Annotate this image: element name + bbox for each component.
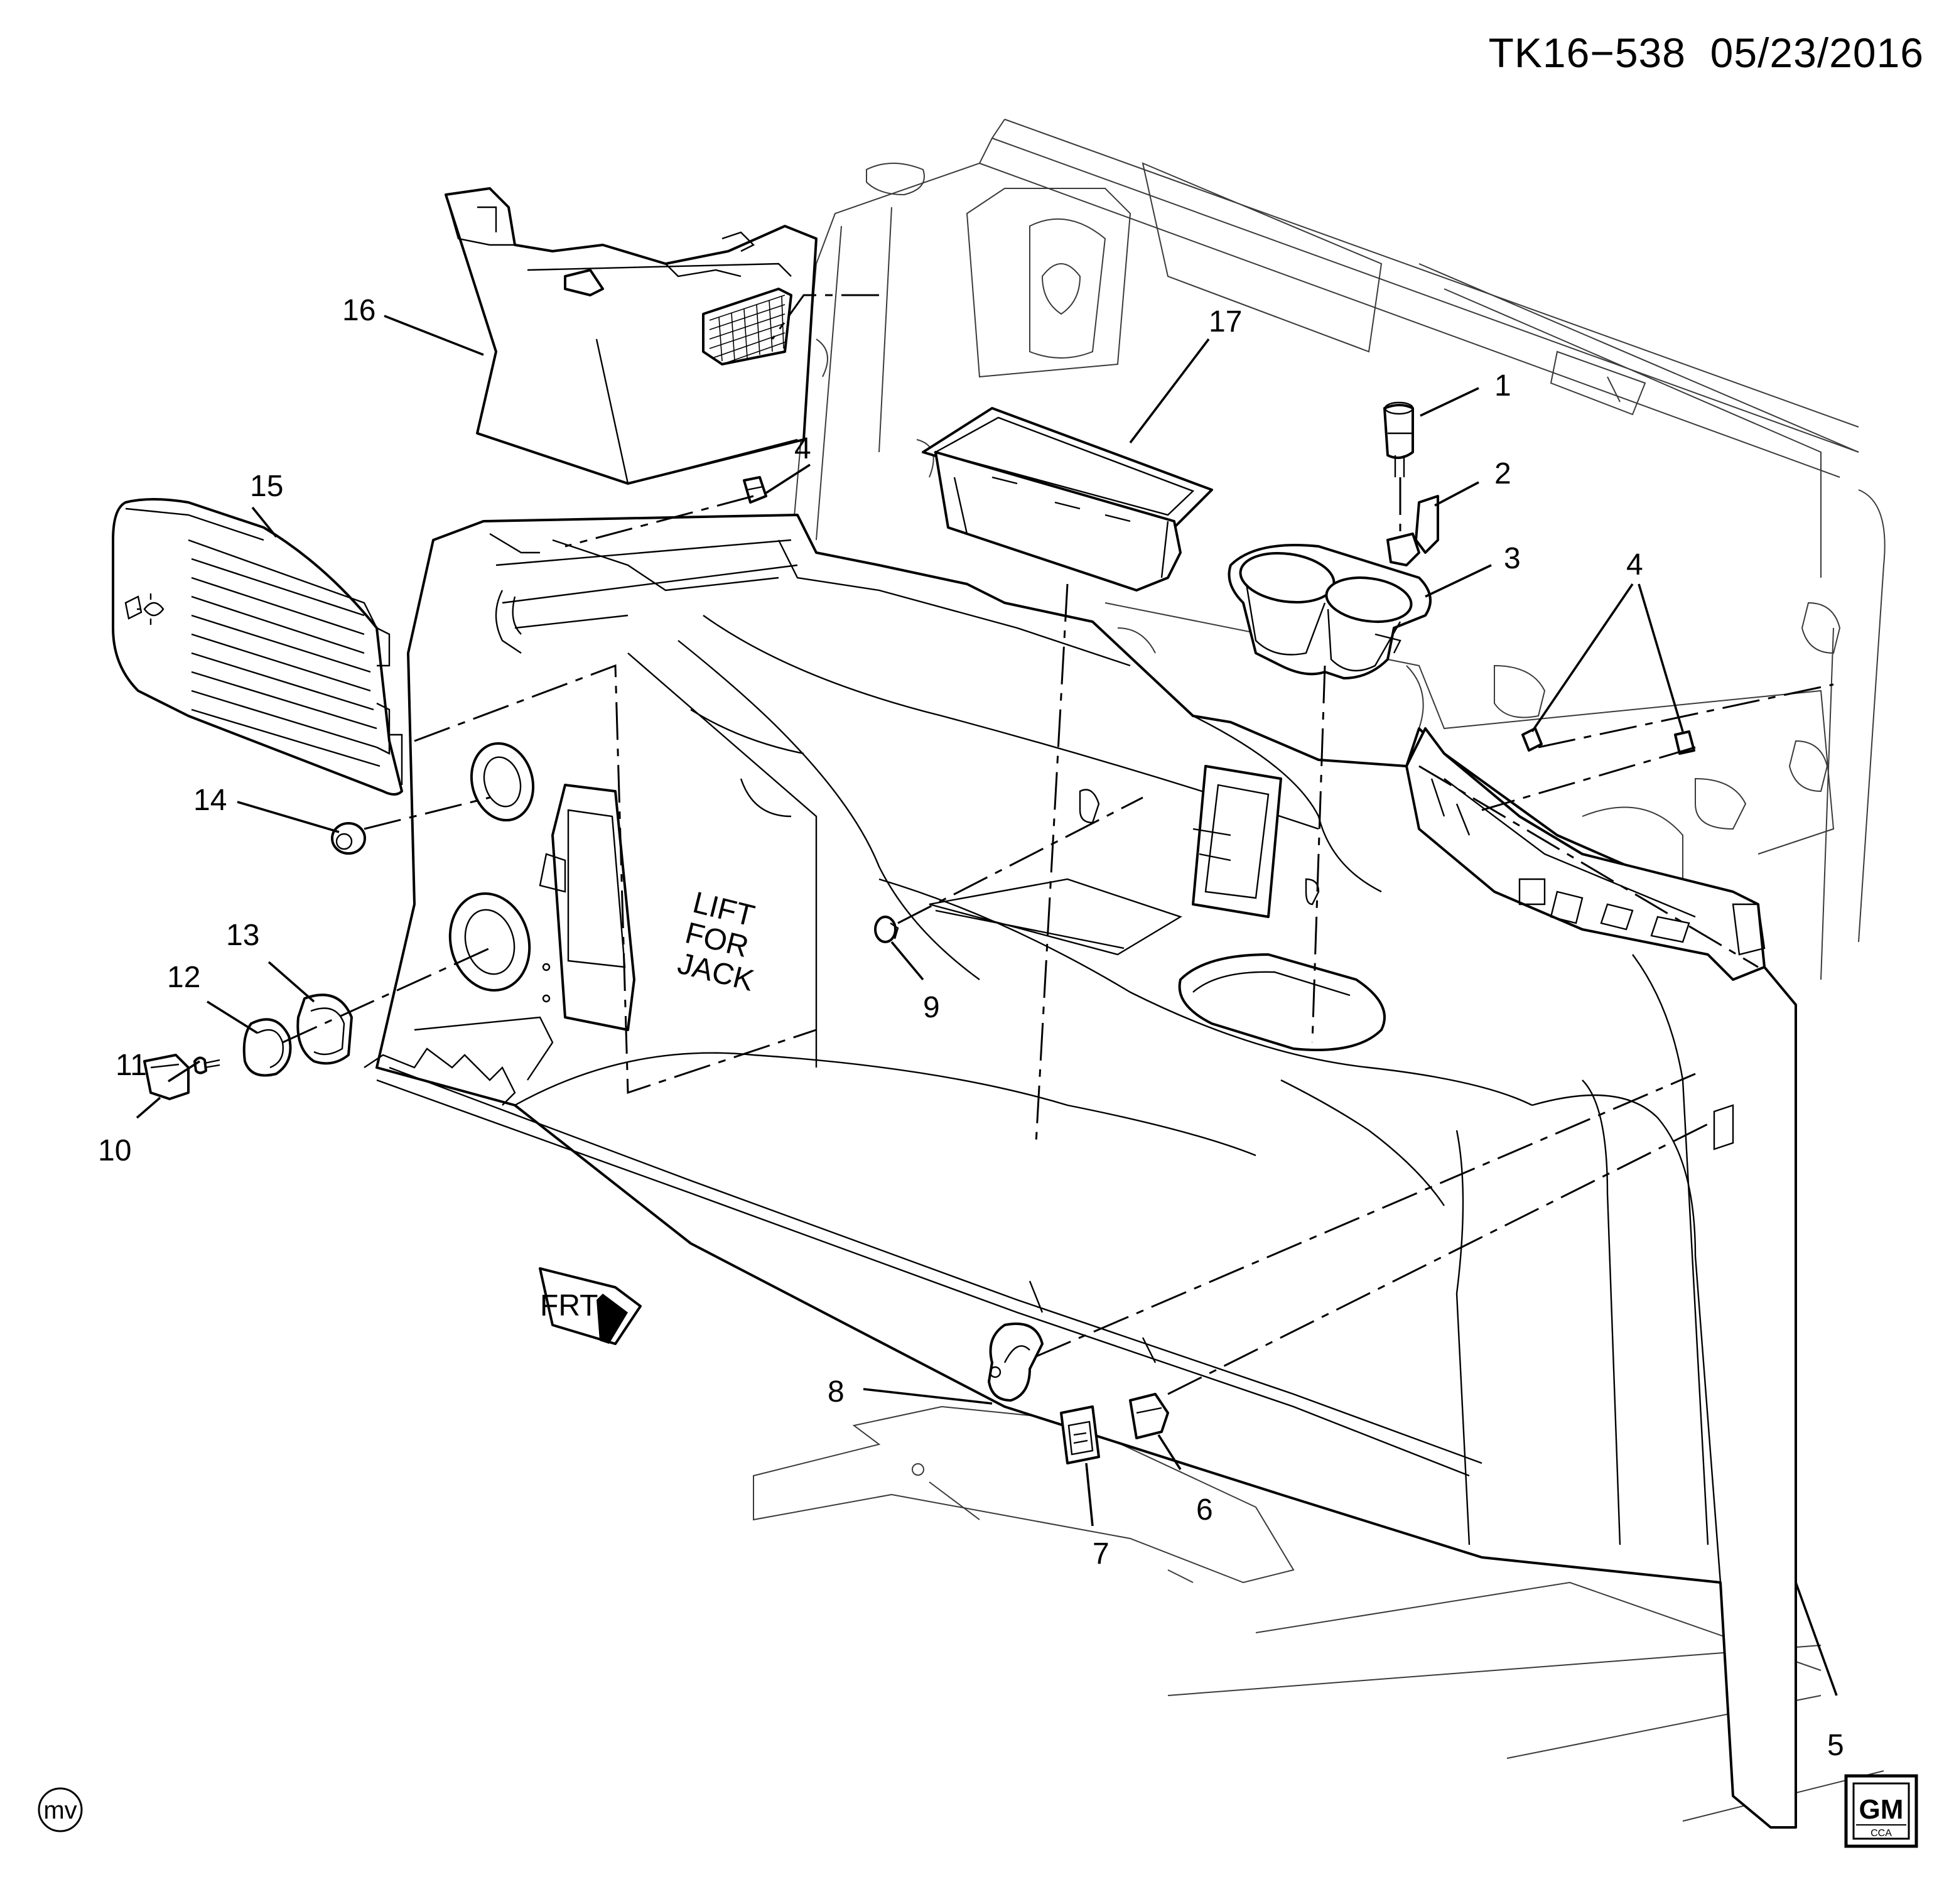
cupholder: [1228, 544, 1432, 679]
callout-16: 16: [342, 294, 375, 327]
callout-labels: 1 2 3 4 4 4 5 6 7 8 9 10 11 12 13 14 15 …: [98, 294, 1844, 1762]
callout-8: 8: [828, 1375, 845, 1409]
switch-symbol-icon: [124, 593, 165, 625]
callout-7: 7: [1093, 1537, 1109, 1571]
callout-10: 10: [98, 1134, 131, 1167]
drawing-date: 05/23/2016: [1710, 30, 1924, 76]
tie-down-bezel: [296, 993, 353, 1065]
callout-1: 1: [1494, 369, 1511, 403]
clip-right-a: [1521, 727, 1543, 752]
callout-2: 2: [1494, 457, 1511, 490]
clip-upper: [743, 476, 767, 504]
front-label: FRT: [540, 1289, 598, 1323]
callout-9: 9: [923, 991, 940, 1024]
callout-4-right-a: 4: [1626, 548, 1643, 581]
gm-logo-subtext: CCA: [1871, 1828, 1892, 1839]
callout-13: 13: [226, 919, 259, 952]
cargo-hook: [988, 1323, 1044, 1402]
storage-bin: [922, 407, 1213, 592]
drawing-id: TK16−538: [1488, 30, 1686, 76]
callout-4-upper: 4: [794, 432, 811, 465]
quarter-trim-panel: [364, 514, 1797, 1829]
side-grille-panel: [112, 498, 403, 796]
push-pin: [874, 916, 899, 943]
callout-14: 14: [193, 784, 227, 817]
gm-logo: GM CCA: [1844, 1774, 1918, 1848]
outlet-bracket: [1386, 495, 1439, 566]
power-outlet: [1383, 401, 1414, 477]
plug: [331, 822, 366, 855]
jack-stencil: LIFT FOR JACK: [674, 886, 758, 998]
alignment-lines: [282, 294, 1834, 1395]
callout-5: 5: [1827, 1729, 1844, 1762]
callout-11: 11: [116, 1049, 147, 1082]
mv-badge: mv: [38, 1787, 83, 1832]
leader-lines: [136, 315, 1838, 1696]
callout-12: 12: [167, 961, 200, 994]
speaker-grille-texture: [709, 295, 786, 365]
floor-recess: [929, 878, 1386, 1051]
switch-six: [1129, 1393, 1169, 1439]
callout-3: 3: [1504, 542, 1521, 575]
callout-6: 6: [1196, 1493, 1213, 1527]
screw: [193, 1056, 220, 1074]
callout-17: 17: [1209, 305, 1242, 338]
front-direction-indicator: FRT: [539, 1267, 642, 1345]
drawing-header: TK16−538 05/23/2016: [1489, 29, 1924, 77]
bezel-seven: [1060, 1405, 1100, 1464]
mv-badge-text: mv: [43, 1797, 77, 1824]
callout-15: 15: [250, 470, 283, 503]
upper-trim-panel: [445, 187, 818, 485]
gm-logo-text: GM: [1859, 1794, 1904, 1825]
hook-cover: [143, 1054, 190, 1100]
